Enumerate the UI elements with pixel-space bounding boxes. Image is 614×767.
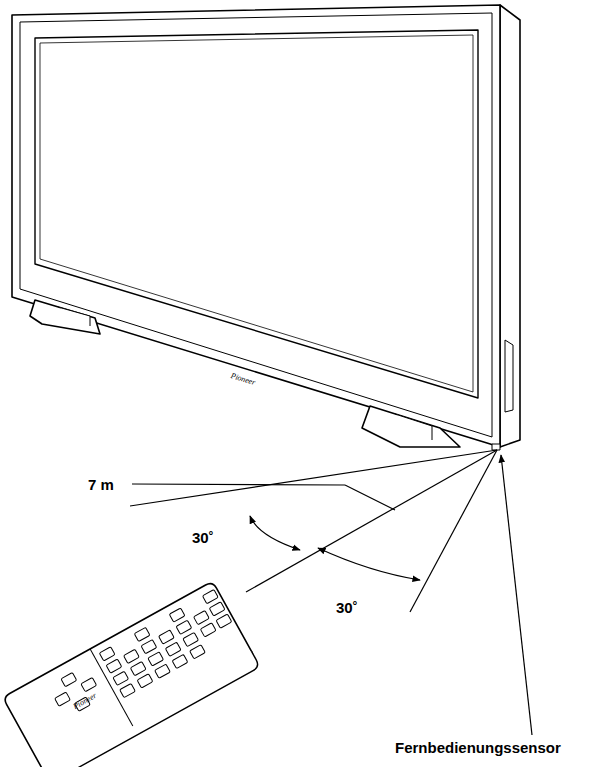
remote-button bbox=[55, 692, 71, 706]
remote-button bbox=[130, 662, 146, 676]
part-label: Fernbedienungssensor bbox=[395, 740, 561, 755]
remote-button bbox=[169, 608, 185, 622]
remote-button bbox=[202, 590, 218, 604]
remote-button bbox=[194, 611, 210, 625]
remote-button bbox=[209, 602, 225, 616]
remote-button bbox=[165, 642, 181, 656]
angle-label: 30˚ bbox=[192, 530, 214, 545]
remote-button bbox=[159, 630, 175, 644]
remote-button bbox=[172, 654, 188, 668]
dimension-label: 7 m bbox=[88, 477, 114, 492]
remote-button bbox=[61, 673, 77, 687]
remote-button bbox=[183, 632, 199, 646]
remote-button bbox=[148, 652, 164, 666]
remote-button bbox=[216, 614, 232, 628]
plasma-display bbox=[12, 5, 520, 450]
angle-label: 30˚ bbox=[336, 600, 358, 615]
remote-button bbox=[113, 671, 129, 685]
remote-button bbox=[134, 627, 150, 641]
remote-button bbox=[176, 620, 192, 634]
brand-logo: Pioneer bbox=[230, 372, 257, 387]
remote-button bbox=[141, 640, 157, 654]
remote-button bbox=[137, 674, 153, 688]
remote-button bbox=[99, 647, 115, 661]
remote-button bbox=[120, 683, 136, 697]
remote-button bbox=[190, 645, 206, 659]
remote-button bbox=[81, 678, 97, 692]
remote-button bbox=[200, 623, 216, 637]
remote-control bbox=[3, 581, 260, 767]
remote-button bbox=[106, 659, 122, 673]
remote-button bbox=[155, 664, 171, 678]
remote-button bbox=[124, 649, 140, 663]
